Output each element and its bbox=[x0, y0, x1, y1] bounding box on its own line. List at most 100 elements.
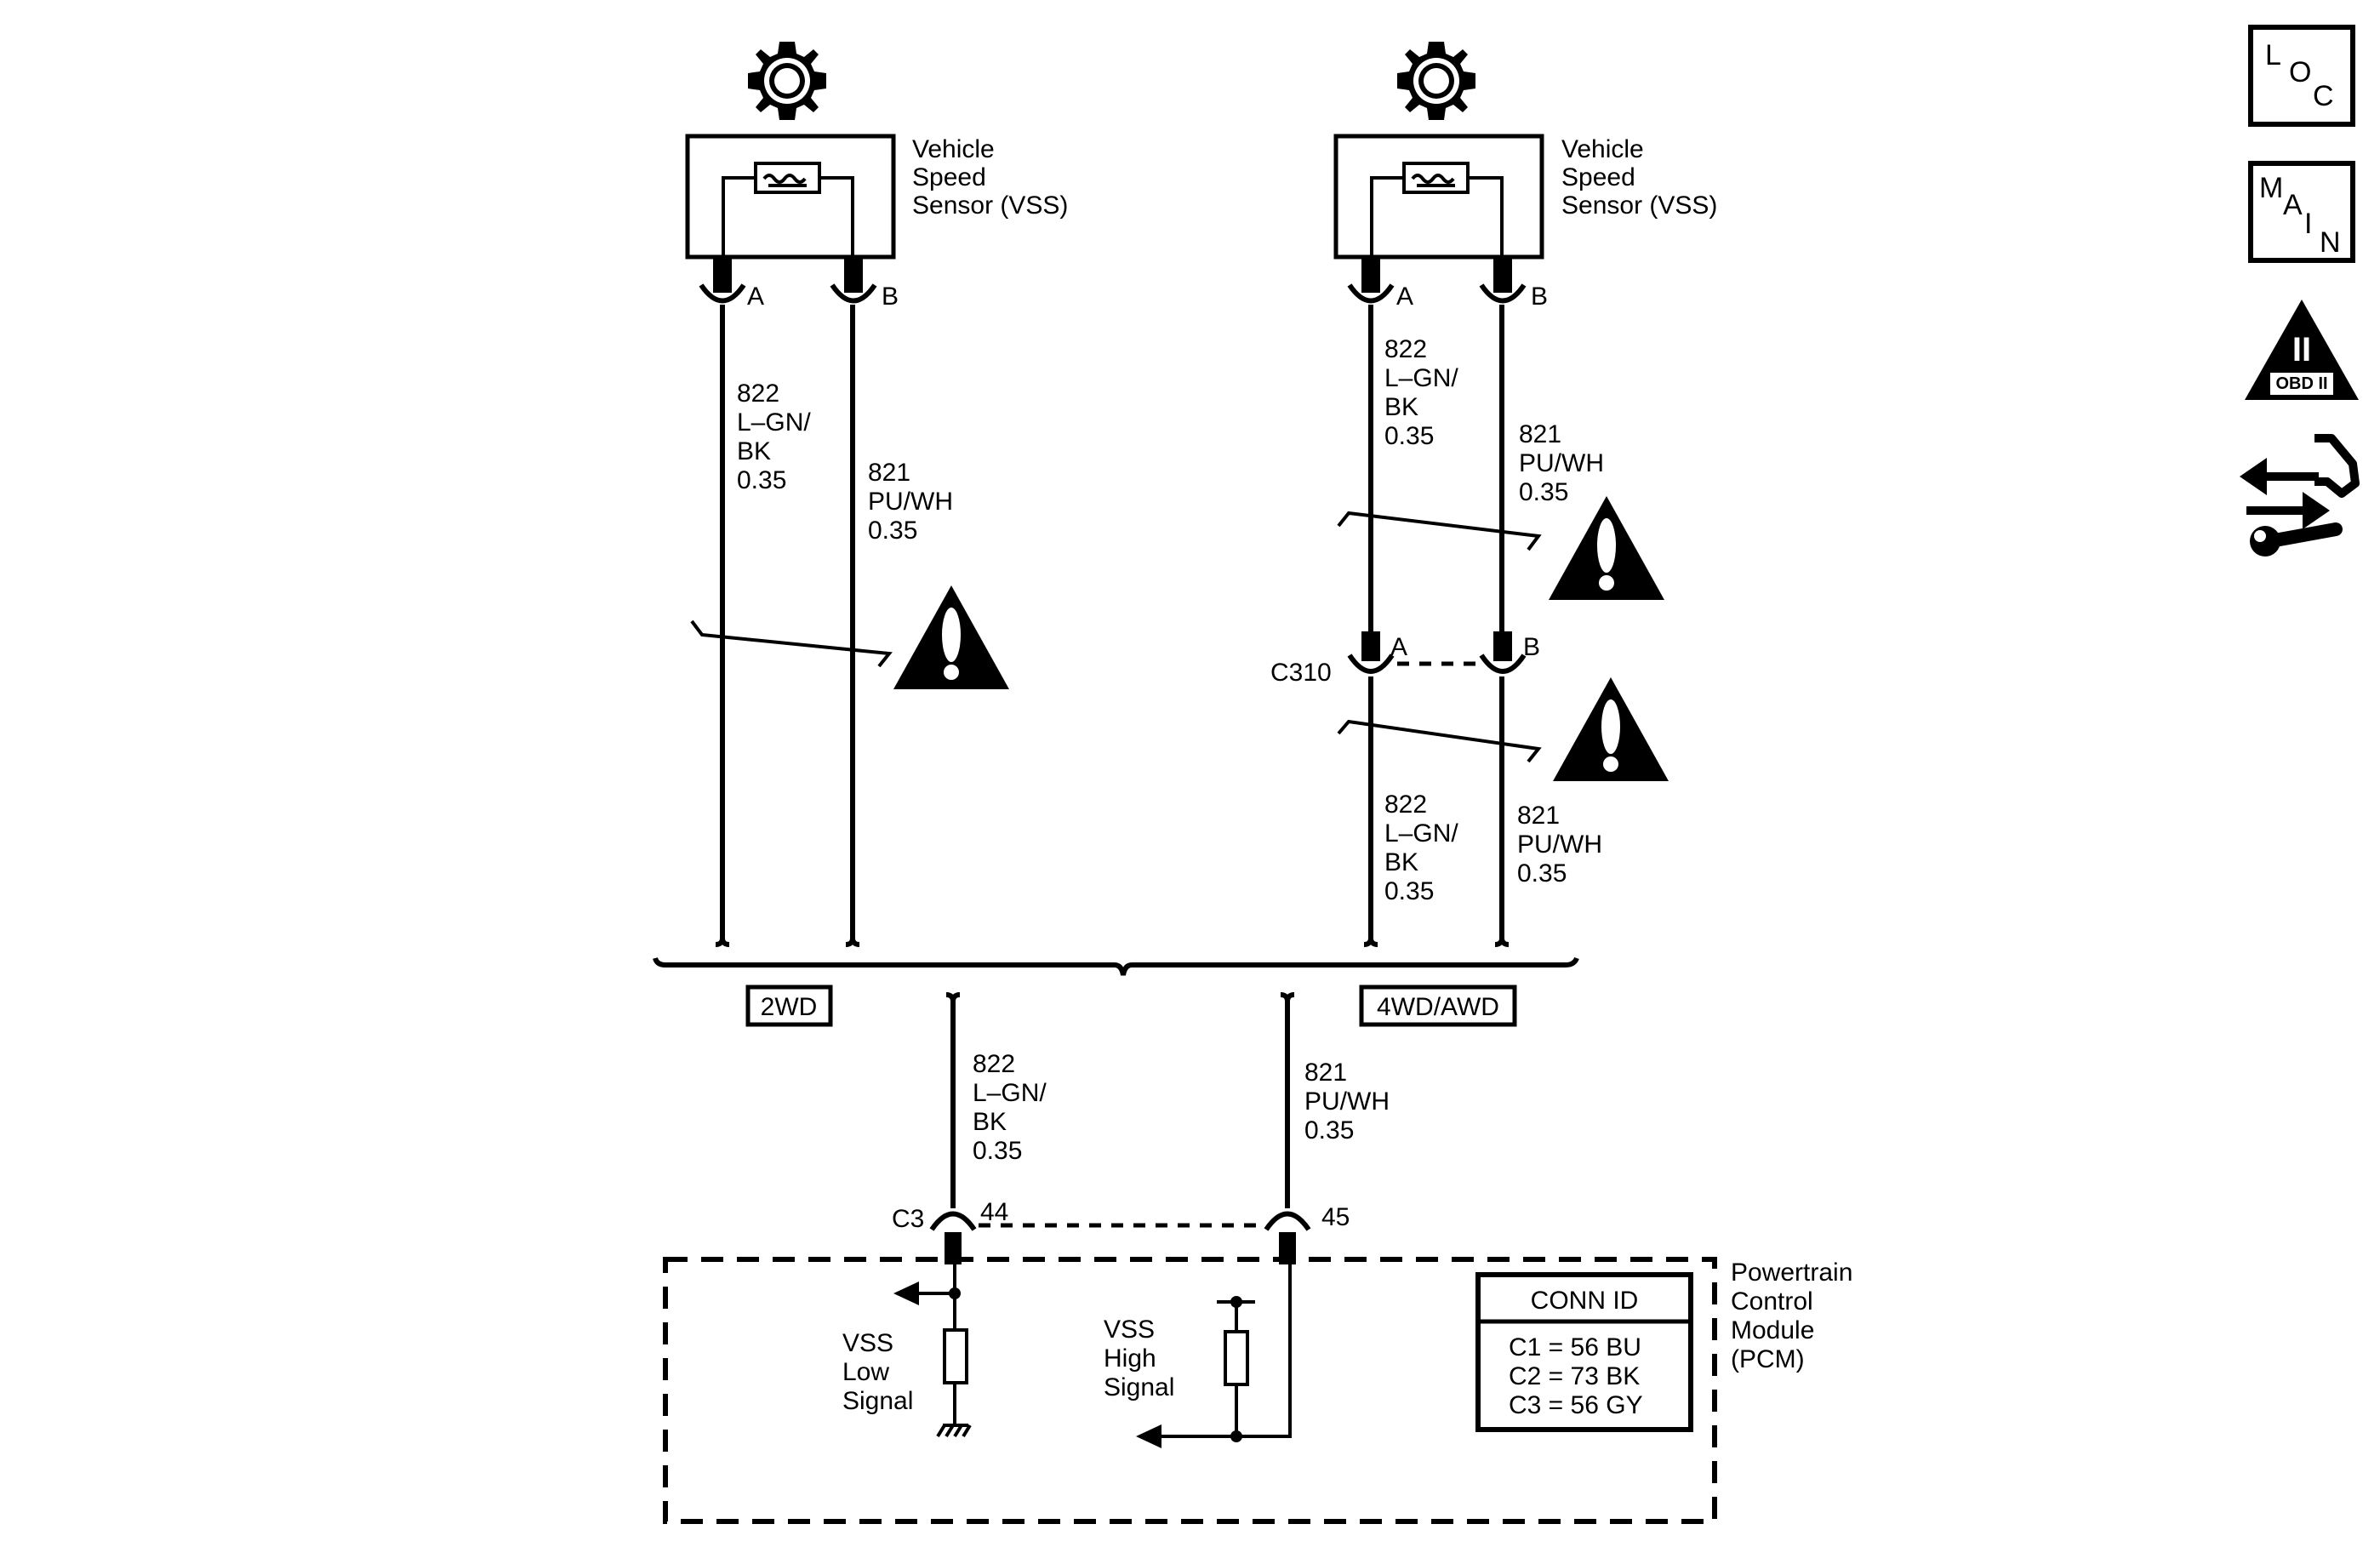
svg-text:OBD II: OBD II bbox=[2275, 374, 2327, 393]
c310-pin-a-terminal bbox=[1347, 654, 1395, 674]
high-signal-label-2: High bbox=[1104, 1344, 1156, 1373]
left-sensor-pins: A B bbox=[699, 257, 899, 311]
main-schematic-icon[interactable]: M A I N bbox=[2248, 161, 2355, 263]
conn-id-title: CONN ID bbox=[1531, 1287, 1639, 1315]
left-pin-b-label: B bbox=[882, 283, 899, 311]
ground-icon bbox=[936, 1424, 972, 1438]
left-wire-821-label: 821 PU/WH 0.35 bbox=[868, 459, 953, 545]
right-wire-821-upper-label: 821 PU/WH 0.35 bbox=[1519, 420, 1604, 506]
svg-text:0.35: 0.35 bbox=[868, 517, 917, 545]
svg-text:II: II bbox=[2292, 331, 2311, 368]
c310-label: C310 bbox=[1270, 659, 1332, 687]
svg-text:2WD: 2WD bbox=[761, 993, 818, 1021]
svg-text:PU/WH: PU/WH bbox=[1517, 831, 1602, 859]
svg-text:0.35: 0.35 bbox=[1304, 1116, 1354, 1144]
pcm-module-boundary bbox=[663, 1257, 1717, 1524]
conn-id-row-2: C2 = 73 BK bbox=[1509, 1362, 1640, 1390]
left-pin-a-terminal bbox=[699, 283, 746, 304]
left-pin-b-terminal bbox=[830, 283, 877, 304]
c310-pin-b-label: B bbox=[1523, 633, 1540, 661]
svg-text:0.35: 0.35 bbox=[1519, 478, 1568, 506]
svg-text:A: A bbox=[2283, 189, 2303, 221]
right-sensor-name-2: Speed bbox=[1561, 163, 1635, 191]
right-sensor-coil-icon bbox=[1411, 174, 1455, 184]
location-view-icon[interactable]: L O C bbox=[2248, 25, 2355, 127]
option-4wd-awd: 4WD/AWD bbox=[1359, 985, 1517, 1027]
right-lower-twisted-pair-mark bbox=[1337, 719, 1542, 763]
pcm-module-name: Powertrain Control Module (PCM) bbox=[1731, 1259, 1852, 1373]
right-wire-822-upper-label: 822 L–GN/ BK 0.35 bbox=[1384, 335, 1458, 450]
right-lower-warning-icon bbox=[1553, 677, 1669, 781]
c3-pin-45-terminal bbox=[1264, 1211, 1311, 1231]
svg-text:0.35: 0.35 bbox=[1517, 859, 1567, 888]
pcm-wire-822-label: 822 L–GN/ BK 0.35 bbox=[973, 1050, 1047, 1165]
c310-pin-a-label: A bbox=[1390, 633, 1407, 661]
vss-high-signal-circuit: VSS High Signal bbox=[1104, 1232, 1296, 1448]
left-wire-822-label: 822 L–GN/ BK 0.35 bbox=[737, 380, 811, 494]
vss-low-signal-circuit: VSS Low Signal bbox=[842, 1232, 972, 1438]
right-wire-821-lower-label: 821 PU/WH 0.35 bbox=[1517, 802, 1602, 888]
svg-text:(PCM): (PCM) bbox=[1731, 1345, 1805, 1373]
left-sensor-name-3: Sensor (VSS) bbox=[912, 191, 1068, 220]
right-sensor-name-3: Sensor (VSS) bbox=[1561, 191, 1717, 220]
left-warning-icon bbox=[893, 585, 1009, 689]
svg-text:822: 822 bbox=[973, 1050, 1015, 1078]
svg-text:821: 821 bbox=[1519, 420, 1561, 448]
svg-text:0.35: 0.35 bbox=[1384, 877, 1434, 905]
obd-ii-icon[interactable]: OBD II II bbox=[2245, 300, 2359, 400]
c3-pin-44-terminal bbox=[929, 1211, 977, 1231]
svg-text:L: L bbox=[2265, 39, 2281, 71]
low-signal-label-2: Low bbox=[842, 1358, 889, 1386]
right-pin-b-label: B bbox=[1531, 283, 1548, 311]
svg-text:821: 821 bbox=[868, 459, 910, 487]
high-signal-label-3: Signal bbox=[1104, 1373, 1174, 1401]
left-sensor-coil-icon bbox=[762, 174, 807, 184]
svg-text:BK: BK bbox=[1384, 393, 1418, 421]
svg-text:0.35: 0.35 bbox=[1384, 422, 1434, 450]
c3-pin-45-label: 45 bbox=[1321, 1203, 1350, 1231]
svg-text:PU/WH: PU/WH bbox=[1304, 1087, 1390, 1116]
high-signal-label-1: VSS bbox=[1104, 1316, 1155, 1344]
svg-text:0.35: 0.35 bbox=[973, 1137, 1022, 1165]
c310-connector: C310 A B bbox=[1270, 631, 1540, 687]
svg-text:4WD/AWD: 4WD/AWD bbox=[1377, 993, 1499, 1021]
svg-text:822: 822 bbox=[737, 380, 779, 408]
right-sensor-pins: A B bbox=[1347, 257, 1548, 311]
svg-text:L–GN/: L–GN/ bbox=[1384, 819, 1458, 848]
svg-text:O: O bbox=[2289, 56, 2311, 88]
conn-id-table: CONN ID C1 = 56 BU C2 = 73 BK C3 = 56 GY bbox=[1475, 1272, 1693, 1432]
option-brace bbox=[653, 956, 1579, 976]
c310-pin-b-terminal bbox=[1479, 654, 1527, 674]
right-gear-icon bbox=[1397, 42, 1475, 120]
svg-text:821: 821 bbox=[1304, 1059, 1347, 1087]
svg-text:BK: BK bbox=[973, 1108, 1007, 1136]
c3-connector: C3 44 45 bbox=[892, 1198, 1350, 1233]
right-wire-822-lower-label: 822 L–GN/ BK 0.35 bbox=[1384, 791, 1458, 905]
svg-text:BK: BK bbox=[737, 437, 771, 465]
left-gear-icon bbox=[748, 42, 826, 120]
right-pin-a-terminal bbox=[1347, 283, 1395, 304]
svg-text:Module: Module bbox=[1731, 1316, 1814, 1344]
svg-text:821: 821 bbox=[1517, 802, 1560, 830]
low-signal-resistor bbox=[943, 1328, 968, 1384]
right-upper-twisted-pair-mark bbox=[1337, 511, 1542, 551]
svg-text:L–GN/: L–GN/ bbox=[973, 1079, 1047, 1107]
svg-text:822: 822 bbox=[1384, 791, 1427, 819]
svg-text:N: N bbox=[2320, 226, 2341, 259]
conn-id-row-1: C1 = 56 BU bbox=[1509, 1333, 1641, 1361]
svg-text:BK: BK bbox=[1384, 848, 1418, 876]
left-pin-a-label: A bbox=[747, 283, 764, 311]
high-signal-resistor bbox=[1224, 1330, 1249, 1386]
right-sensor-box bbox=[1333, 134, 1544, 260]
c3-pin-44-label: 44 bbox=[980, 1198, 1008, 1226]
navigation-tool-icon[interactable] bbox=[2240, 434, 2360, 557]
low-signal-label-1: VSS bbox=[842, 1329, 893, 1357]
left-sensor-name-1: Vehicle bbox=[912, 135, 995, 163]
left-sensor-box bbox=[685, 134, 896, 260]
right-pin-b-terminal bbox=[1479, 283, 1527, 304]
svg-text:0.35: 0.35 bbox=[737, 466, 786, 494]
low-signal-label-3: Signal bbox=[842, 1387, 913, 1415]
svg-text:Powertrain: Powertrain bbox=[1731, 1259, 1852, 1287]
svg-text:M: M bbox=[2259, 172, 2283, 204]
